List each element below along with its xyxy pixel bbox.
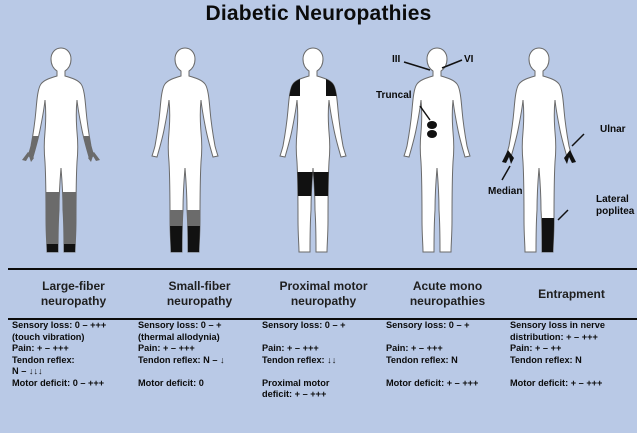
motor-line: Motor deficit: 0 [138,378,264,390]
motor-line: Proximal motor [262,378,388,390]
motor-line: Motor deficit: + – +++ [510,378,636,390]
sensory-line: Sensory loss: 0 – + [386,320,512,332]
motor-line: Motor deficit: 0 – +++ [12,378,138,390]
figure-large-fiber [0,40,122,270]
sensory-line: (thermal allodynia) [138,332,264,344]
column-details: Sensory loss: 0 – + Pain: + – +++ Tendon… [262,320,388,401]
pain-line: Pain: + – +++ [262,343,388,355]
sensory-line: Sensory loss: 0 – + [138,320,264,332]
sensory-line: distribution: + – +++ [510,332,636,344]
label-median: Median [488,186,522,197]
reflex-line: Tendon reflex: [12,355,138,367]
truncal-lesion-upper [427,121,437,129]
pain-line: Pain: + – +++ [12,343,138,355]
sensory-line: Sensory loss: 0 – +++ [12,320,138,332]
label-ulnar: Ulnar [600,124,626,135]
sensory-line: Sensory loss: 0 – + [262,320,388,332]
reflex-line: Tendon reflex: N [386,355,512,367]
label-popliteal: poplitea [596,206,634,217]
column-details: Sensory loss: 0 – + (thermal allodynia) … [138,320,264,389]
column-header: Entrapment [510,270,633,318]
motor-line: Motor deficit: + – +++ [386,378,512,390]
column-details: Sensory loss: 0 – +++ (touch vibration) … [12,320,138,389]
truncal-lesion-lower [427,130,437,138]
column-entrapment: Entrapment Sensory loss in nerve distrib… [510,270,633,318]
column-details: Sensory loss in nerve distribution: + – … [510,320,636,389]
diagram-title: Diabetic Neuropathies [0,2,637,26]
label-truncal: Truncal [376,90,412,101]
label-lateral: Lateral [596,194,629,205]
column-details: Sensory loss: 0 – + Pain: + – +++ Tendon… [386,320,512,389]
figures-row: III VI Truncal Median Ulnar Lateral popl… [0,40,637,270]
sensory-line: (touch vibration) [12,332,138,344]
pain-line: Pain: + – +++ [386,343,512,355]
reflex-line: Tendon reflex: N [510,355,636,367]
figure-small-fiber [124,40,246,270]
reflex-line: Tendon reflex: ↓↓ [262,355,388,367]
pain-line: Pain: + – +++ [138,343,264,355]
figure-proximal-motor [252,40,374,270]
sensory-line: Sensory loss in nerve [510,320,636,332]
label-cn6: VI [464,54,473,65]
figure-entrapment: Median Ulnar Lateral poplitea [478,40,600,270]
label-cn3: III [392,54,400,65]
reflex-line: Tendon reflex: N – ↓ [138,355,264,367]
pain-line: Pain: + – ++ [510,343,636,355]
motor-line: deficit: + – +++ [262,389,388,401]
reflex-line: N – ↓↓↓ [12,366,138,378]
